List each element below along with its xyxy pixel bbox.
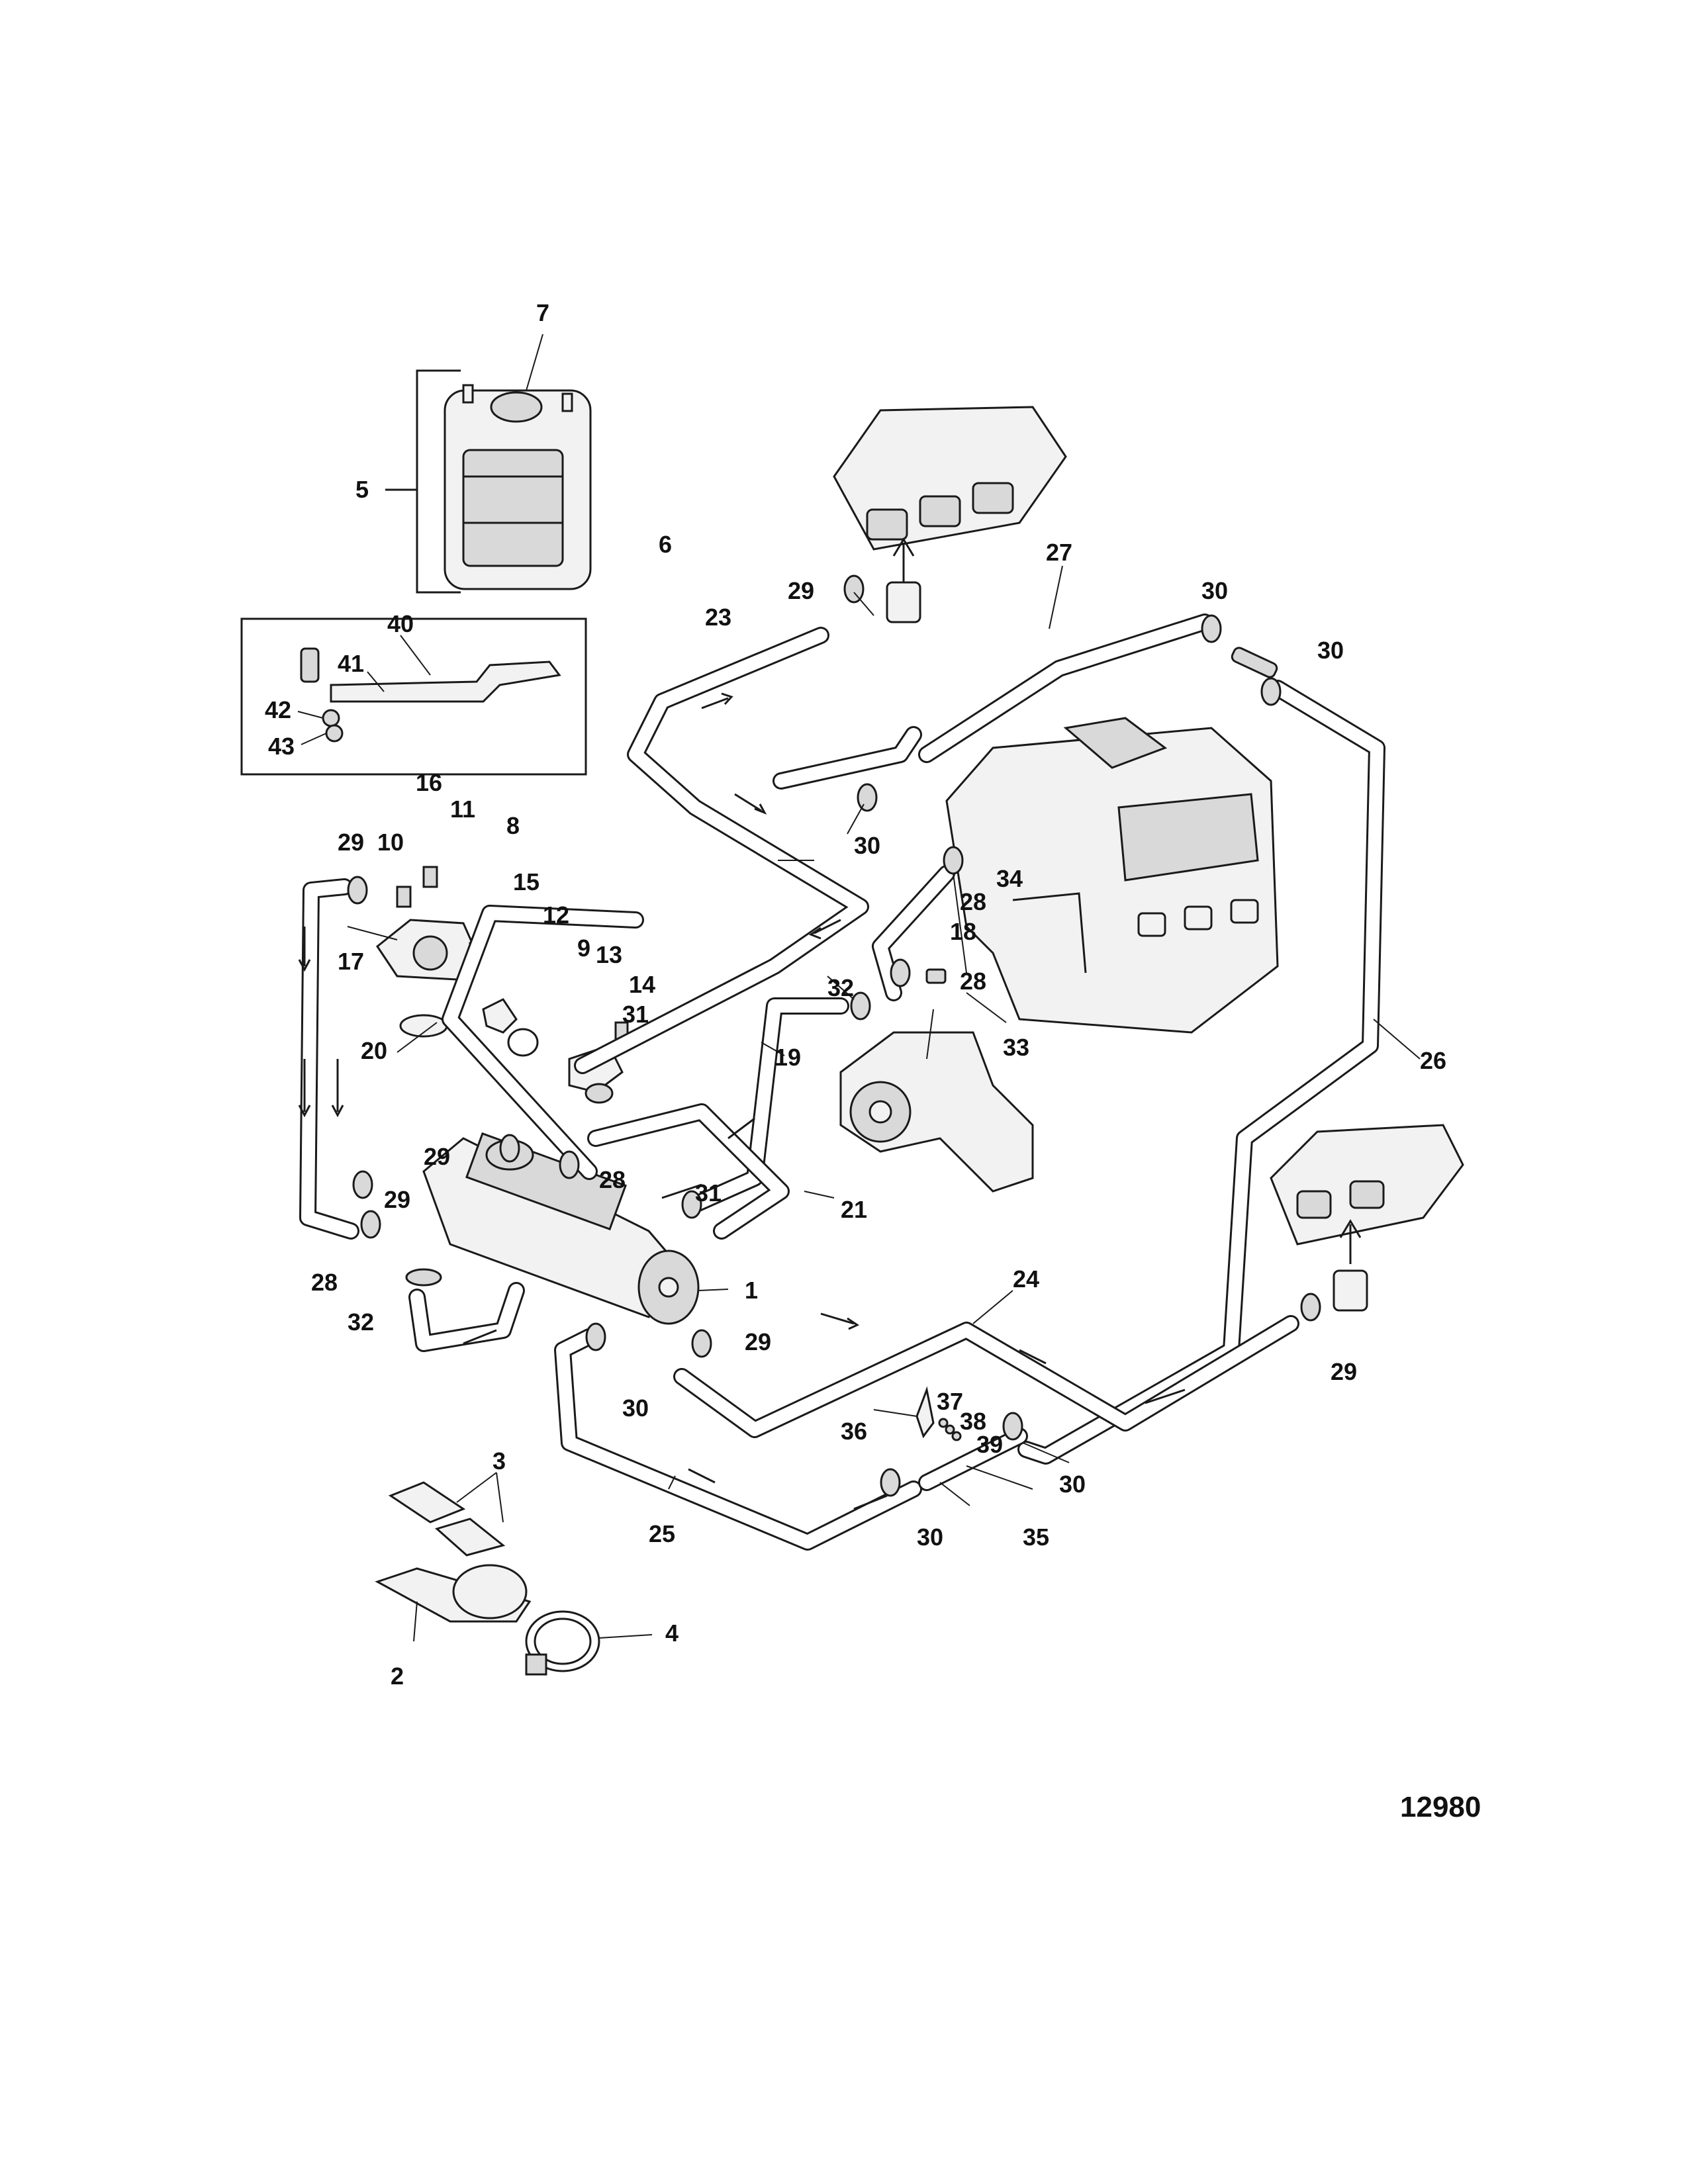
callout-9: 9 (577, 934, 590, 962)
callout-leaders (347, 565, 1421, 1642)
callout-30: 30 (1201, 577, 1228, 604)
callout-43: 43 (268, 733, 295, 760)
flow-arrows (298, 692, 1186, 1510)
callout-41: 41 (338, 650, 364, 677)
callout-19: 19 (774, 1044, 801, 1071)
callout-10: 10 (377, 829, 404, 856)
callout-29b: 29 (338, 829, 364, 856)
callout-28d: 28 (311, 1269, 338, 1296)
callout-29f: 29 (1331, 1358, 1357, 1385)
callout-30c: 30 (854, 832, 880, 859)
callout-28c: 28 (599, 1166, 626, 1193)
callout-36: 36 (841, 1418, 867, 1445)
callout-6: 6 (659, 531, 672, 558)
callout-32: 32 (827, 974, 854, 1001)
callout-27: 27 (1046, 539, 1072, 566)
callout-14: 14 (629, 971, 655, 998)
callout-40: 40 (387, 610, 414, 637)
callout-32b: 32 (348, 1308, 374, 1336)
callout-33: 33 (1003, 1034, 1029, 1061)
exhaust-manifold-top (833, 406, 1067, 623)
callout-15: 15 (513, 868, 539, 895)
callout-30d: 30 (622, 1394, 649, 1422)
coolant-reservoir (444, 384, 592, 590)
engine-block (945, 717, 1279, 1034)
callout-28: 28 (960, 888, 986, 915)
callout-20: 20 (361, 1037, 387, 1064)
callout-42: 42 (265, 696, 291, 723)
callout-29d: 29 (384, 1186, 410, 1213)
callout-29e: 29 (745, 1328, 771, 1355)
drain-fitting-group (915, 1386, 962, 1441)
callout-26: 26 (1420, 1047, 1446, 1074)
callout-39: 39 (976, 1431, 1003, 1458)
callout-30b: 30 (1317, 637, 1344, 664)
callout-13: 13 (596, 941, 622, 968)
callout-2: 2 (391, 1662, 404, 1690)
callout-37: 37 (937, 1388, 963, 1415)
loose-parts (375, 1481, 600, 1676)
callout-29: 29 (788, 577, 814, 604)
callout-29c: 29 (424, 1143, 450, 1170)
callout-3: 3 (492, 1447, 506, 1475)
callout-12: 12 (543, 901, 569, 929)
callout-21: 21 (841, 1196, 867, 1223)
callout-28b: 28 (960, 968, 986, 995)
callout-31: 31 (622, 1001, 649, 1028)
callout-labels: 1 2 3 4 5 6 7 8 9 10 11 12 13 14 15 16 1… (265, 299, 1446, 1690)
callout-5: 5 (355, 476, 369, 503)
callout-17: 17 (338, 948, 364, 975)
hose-clamps (347, 574, 1321, 1497)
hoses (299, 614, 1385, 1551)
callout-30e: 30 (1059, 1471, 1086, 1498)
callout-18: 18 (950, 918, 976, 945)
callout-31b: 31 (695, 1179, 722, 1206)
callout-1: 1 (745, 1277, 758, 1304)
callout-4: 4 (665, 1619, 679, 1647)
callout-24: 24 (1013, 1265, 1039, 1293)
callout-8: 8 (506, 812, 520, 839)
callout-38: 38 (960, 1408, 986, 1435)
water-pump (839, 1031, 1034, 1193)
reservoir-bracket-line (385, 334, 543, 594)
callout-23: 23 (705, 604, 731, 631)
callout-30f: 30 (917, 1524, 943, 1551)
callout-25: 25 (649, 1520, 675, 1547)
callout-34: 34 (996, 865, 1023, 892)
callout-7: 7 (536, 299, 549, 326)
exhaust-manifold-right (1270, 1124, 1464, 1312)
bracket-inset (240, 617, 587, 776)
figure-number: 12980 (1400, 1791, 1481, 1823)
callout-35: 35 (1023, 1524, 1049, 1551)
callout-16: 16 (416, 769, 442, 796)
callout-11: 11 (450, 796, 475, 823)
